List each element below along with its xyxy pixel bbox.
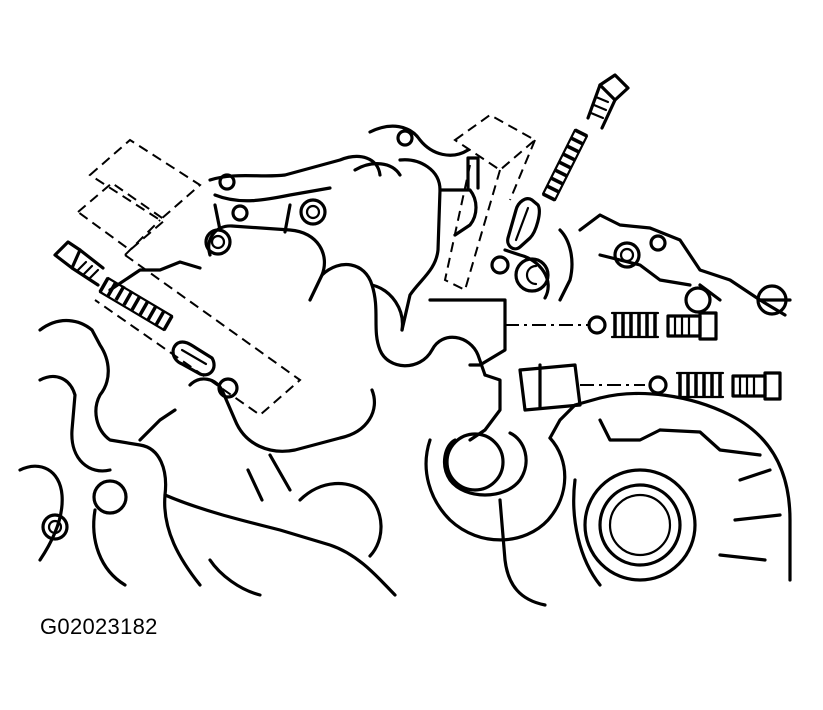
- right-oblong-gasket: [506, 197, 541, 251]
- bolt-bosses: [41, 129, 788, 541]
- right-plug-bolt: [586, 73, 630, 130]
- left-dashed-valve-outline: [76, 138, 302, 417]
- left-spring: [98, 276, 174, 332]
- left-check-valve-assembly: [53, 240, 239, 399]
- left-plug-bolt: [53, 240, 105, 287]
- right-check-ball: [490, 255, 510, 275]
- figure-id-label: G02023182: [40, 614, 158, 639]
- lower-side-plug-bolt: [731, 371, 782, 401]
- right-spring: [541, 128, 589, 202]
- left-oblong-gasket: [171, 340, 216, 377]
- upper-side-plug-bolt: [666, 311, 718, 341]
- lower-side-plug-assembly: [518, 363, 782, 412]
- transaxle-housing: [18, 124, 792, 607]
- left-check-ball: [217, 377, 239, 399]
- transmission-case-diagram: [18, 73, 792, 607]
- right-check-valve-assembly: [490, 73, 630, 275]
- bearing-bores: [445, 432, 697, 582]
- lower-side-ball: [648, 375, 668, 395]
- locating-pin: [466, 156, 480, 190]
- right-dashed-valve-outline: [443, 113, 537, 292]
- upper-side-ball: [587, 315, 607, 335]
- upper-side-plug-assembly: [505, 311, 718, 341]
